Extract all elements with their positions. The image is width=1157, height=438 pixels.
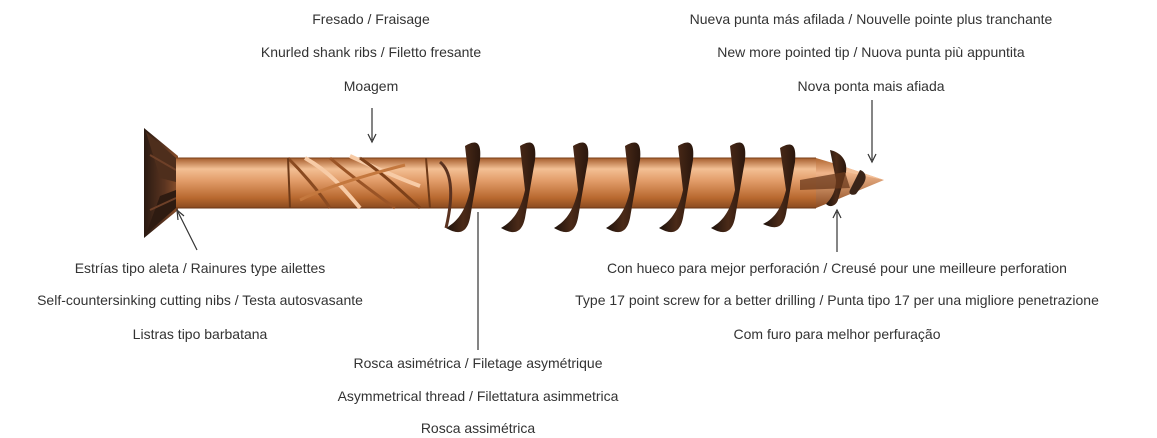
- label-milling-line-2: Knurled shank ribs / Filetto fresante: [260, 44, 482, 60]
- label-tip-line-2: New more pointed tip / Nuova punta più a…: [717, 44, 1025, 60]
- label-milling-line-3: Moagem: [343, 78, 399, 94]
- label-head-line-2: Self-countersinking cutting nibs / Testa…: [37, 292, 363, 308]
- label-hollow-line-2: Type 17 point screw for a better drillin…: [575, 292, 1099, 308]
- screw-tip: [800, 150, 884, 208]
- label-tip-line-1: Nueva punta más afilada / Nouvelle point…: [689, 11, 1053, 27]
- label-tip-line-3: Nova ponta mais afiada: [797, 78, 945, 94]
- label-hollow-line-3: Com furo para melhor perfuração: [733, 326, 941, 342]
- label-head-line-3: Listras tipo barbatana: [132, 326, 268, 342]
- label-thread-line-1: Rosca asimétrica / Filetage asymétrique: [353, 355, 603, 371]
- head-pointer: [177, 211, 198, 251]
- label-head-line-1: Estrías tipo aleta / Rainures type ailet…: [74, 260, 326, 276]
- screw-head: [144, 128, 178, 238]
- label-hollow-line-1: Con hueco para mejor perforación / Creus…: [607, 260, 1067, 276]
- label-thread-line-3: Rosca assimétrica: [420, 420, 536, 436]
- label-milling-line-1: Fresado / Fraisage: [312, 11, 430, 27]
- asymmetrical-thread: [438, 142, 796, 233]
- screw-shank: [176, 158, 816, 208]
- pointer-lines: [176, 100, 877, 350]
- knurled-shank-ribs: [286, 154, 431, 210]
- label-thread-line-2: Asymmetrical thread / Filettatura asimme…: [337, 388, 619, 404]
